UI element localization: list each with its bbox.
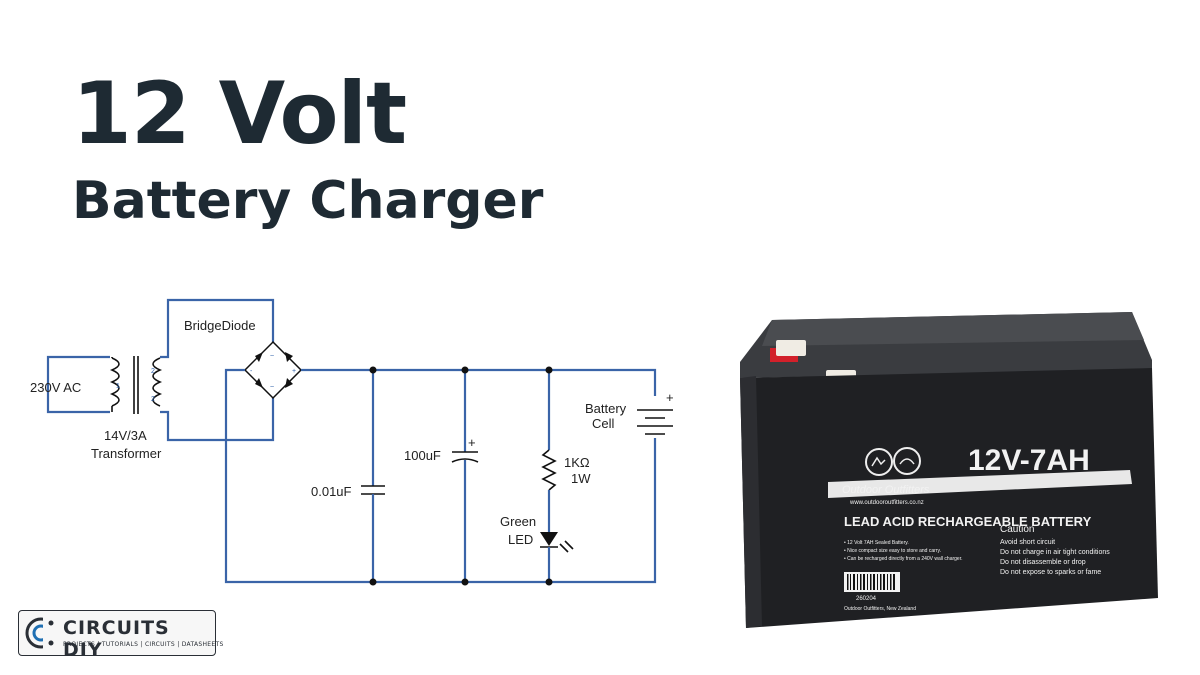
battery-photo: Outdoor Outfitters www.outdooroutfitters… <box>740 312 1158 628</box>
terminal-red-icon <box>770 340 806 362</box>
transformer-pin-1: 1 <box>116 383 120 390</box>
bridge-diode: ~ ~ + - <box>243 340 303 400</box>
resistor-power-label: 1W <box>571 471 591 486</box>
caution-1: Avoid short circuit <box>1000 539 1055 546</box>
bridge-minus-label: - <box>250 368 253 375</box>
circuits-diy-logo: CIRCUITS DIY PROJECTS | TUTORIALS | CIRC… <box>18 610 223 661</box>
bridge-ac2-label: ~ <box>270 384 274 391</box>
battery-website: www.outdooroutfitters.co.nz <box>849 500 924 506</box>
ceramic-capacitor-label: 0.01uF <box>311 484 352 499</box>
ceramic-capacitor <box>361 370 385 582</box>
ac-source-wires <box>46 355 110 414</box>
capacitor-plus-label: + <box>468 435 476 450</box>
barcode-icon <box>844 572 900 592</box>
page-title: 12 Volt <box>72 64 407 164</box>
junction-dots <box>369 366 553 586</box>
battery-feature-3: • Can be recharged directly from a 240V … <box>844 556 962 562</box>
transformer-pin-s1: 2 <box>151 368 155 375</box>
resistor-value-label: 1KΩ <box>564 455 590 470</box>
battery-brand: Outdoor Outfitters <box>842 484 930 496</box>
transformer-rating-label: 14V/3A <box>104 428 147 443</box>
transformer-name-label: Transformer <box>91 446 162 461</box>
dc-rails <box>224 368 657 584</box>
secondary-wires <box>160 298 275 442</box>
battery-footer: Outdoor Outfitters, New Zealand <box>844 606 916 612</box>
led-name-label: LED <box>508 532 533 547</box>
electrolytic-capacitor: + <box>451 370 479 582</box>
battery-feature-2: • Nice compact size easy to store and ca… <box>844 548 941 554</box>
led-color-label: Green <box>500 514 536 529</box>
caution-4: Do not expose to sparks or fame <box>1000 569 1101 576</box>
bridge-plus-label: + <box>292 368 296 375</box>
bridge-diode-label: BridgeDiode <box>184 318 256 333</box>
circuit-diagram: 1 2 2 ~ ~ + - + <box>30 298 674 586</box>
ac-source-label: 230V AC <box>30 380 81 395</box>
brand-logo-icon <box>865 447 921 476</box>
battery-feature-1: • 12 Volt 7AH Sealed Battery. <box>844 540 909 546</box>
bridge-ac1-label: ~ <box>270 353 274 360</box>
resistor-led-branch <box>540 370 574 582</box>
transformer: 1 2 2 <box>109 356 163 414</box>
logo-name: CIRCUITS DIY <box>63 617 170 661</box>
caution-title: Caution <box>1000 524 1034 535</box>
battery-plus-label: + <box>666 390 674 405</box>
battery-cell-symbol: + <box>637 390 674 435</box>
page-subtitle: Battery Charger <box>72 171 544 231</box>
battery-label-line2: Cell <box>592 416 615 431</box>
barcode-number: 260204 <box>856 596 877 602</box>
logo-tagline: PROJECTS | TUTORIALS | CIRCUITS | DATASH… <box>63 641 224 648</box>
battery-type: LEAD ACID RECHARGEABLE BATTERY <box>844 514 1092 529</box>
battery-label-line1: Battery <box>585 401 627 416</box>
caution-2: Do not charge in air tight conditions <box>1000 549 1110 556</box>
battery-rating: 12V-7AH <box>968 444 1090 477</box>
electrolytic-capacitor-label: 100uF <box>404 448 441 463</box>
caution-3: Do not disassemble or drop <box>1000 559 1086 566</box>
circuits-diy-logo-icon <box>25 617 57 649</box>
transformer-pin-s2: 2 <box>151 396 155 403</box>
